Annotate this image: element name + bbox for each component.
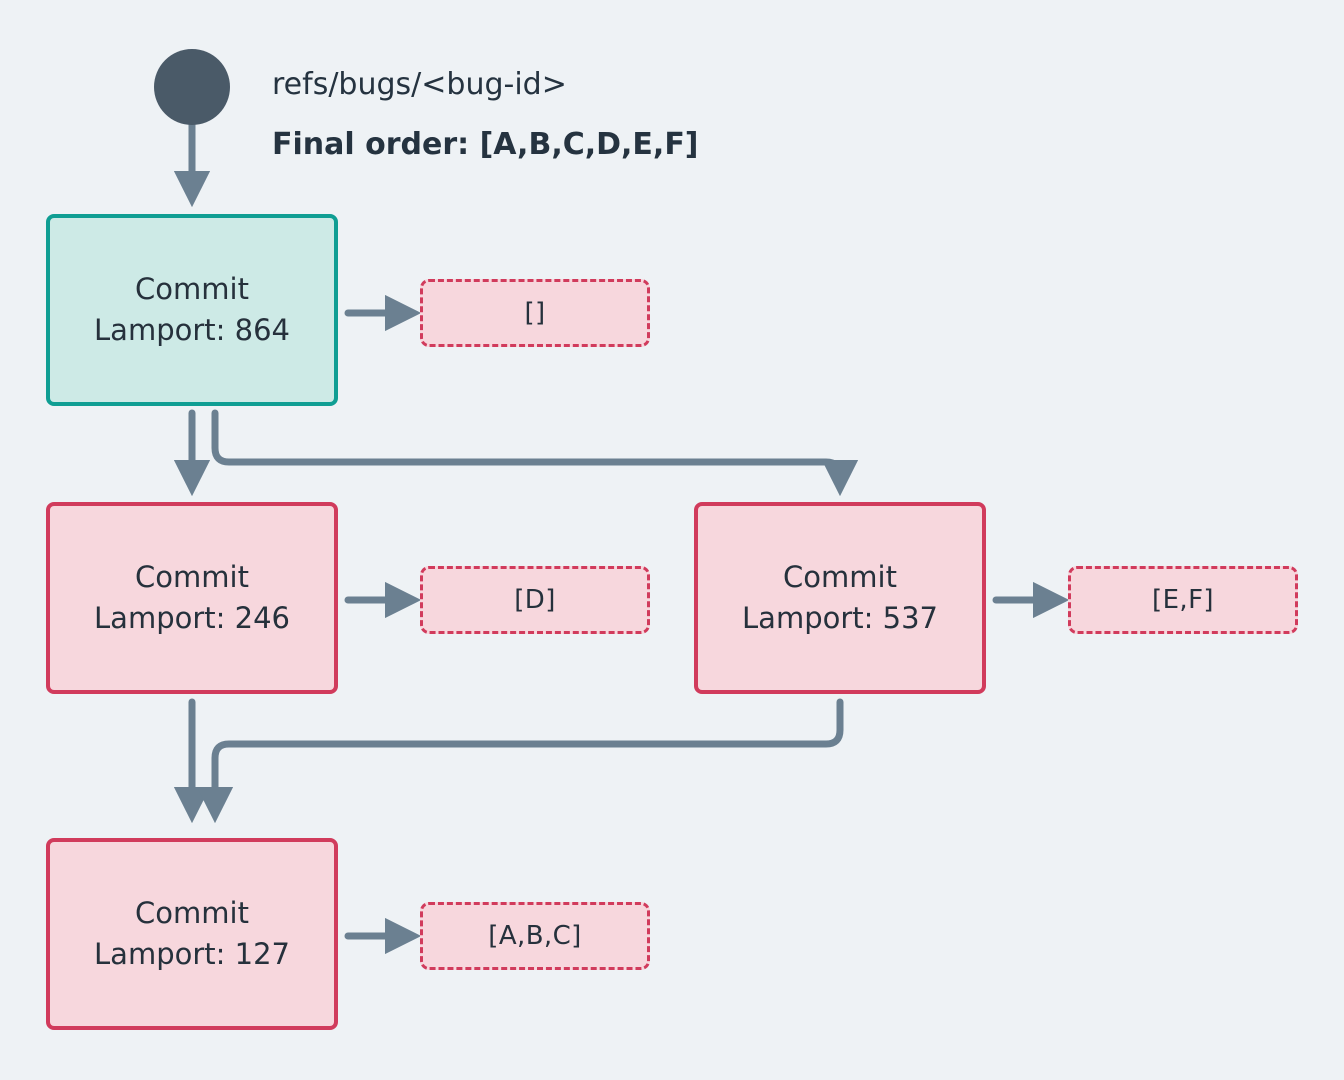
edge-commit537-to-commit127	[196, 698, 844, 824]
commit-864-lamport: Lamport: 864	[94, 313, 290, 347]
ref-label: refs/bugs/<bug-id>	[272, 67, 567, 102]
payload-node-127[interactable]: [A,B,C]	[420, 902, 650, 970]
payload-node-246[interactable]: [D]	[420, 566, 650, 634]
commit-537-title: Commit	[783, 559, 897, 594]
edge-commit864-to-commit537	[211, 409, 859, 497]
payload-node-537[interactable]: [E,F]	[1068, 566, 1298, 634]
final-order-label: Final order: [A,B,C,D,E,F]	[272, 127, 699, 162]
commit-246-lamport: Lamport: 246	[94, 601, 290, 635]
commit-node-537[interactable]: Commit Lamport: 537	[694, 502, 986, 694]
commit-node-246[interactable]: Commit Lamport: 246	[46, 502, 338, 694]
root-ref-node[interactable]	[154, 49, 230, 125]
commit-node-864[interactable]: Commit Lamport: 864	[46, 214, 338, 406]
commit-127-lamport: Lamport: 127	[94, 937, 290, 971]
payload-node-864[interactable]: []	[420, 279, 650, 347]
commit-node-127[interactable]: Commit Lamport: 127	[46, 838, 338, 1030]
commit-127-title: Commit	[135, 895, 249, 930]
commit-246-title: Commit	[135, 559, 249, 594]
commit-537-lamport: Lamport: 537	[742, 601, 938, 635]
commit-864-title: Commit	[135, 271, 249, 306]
